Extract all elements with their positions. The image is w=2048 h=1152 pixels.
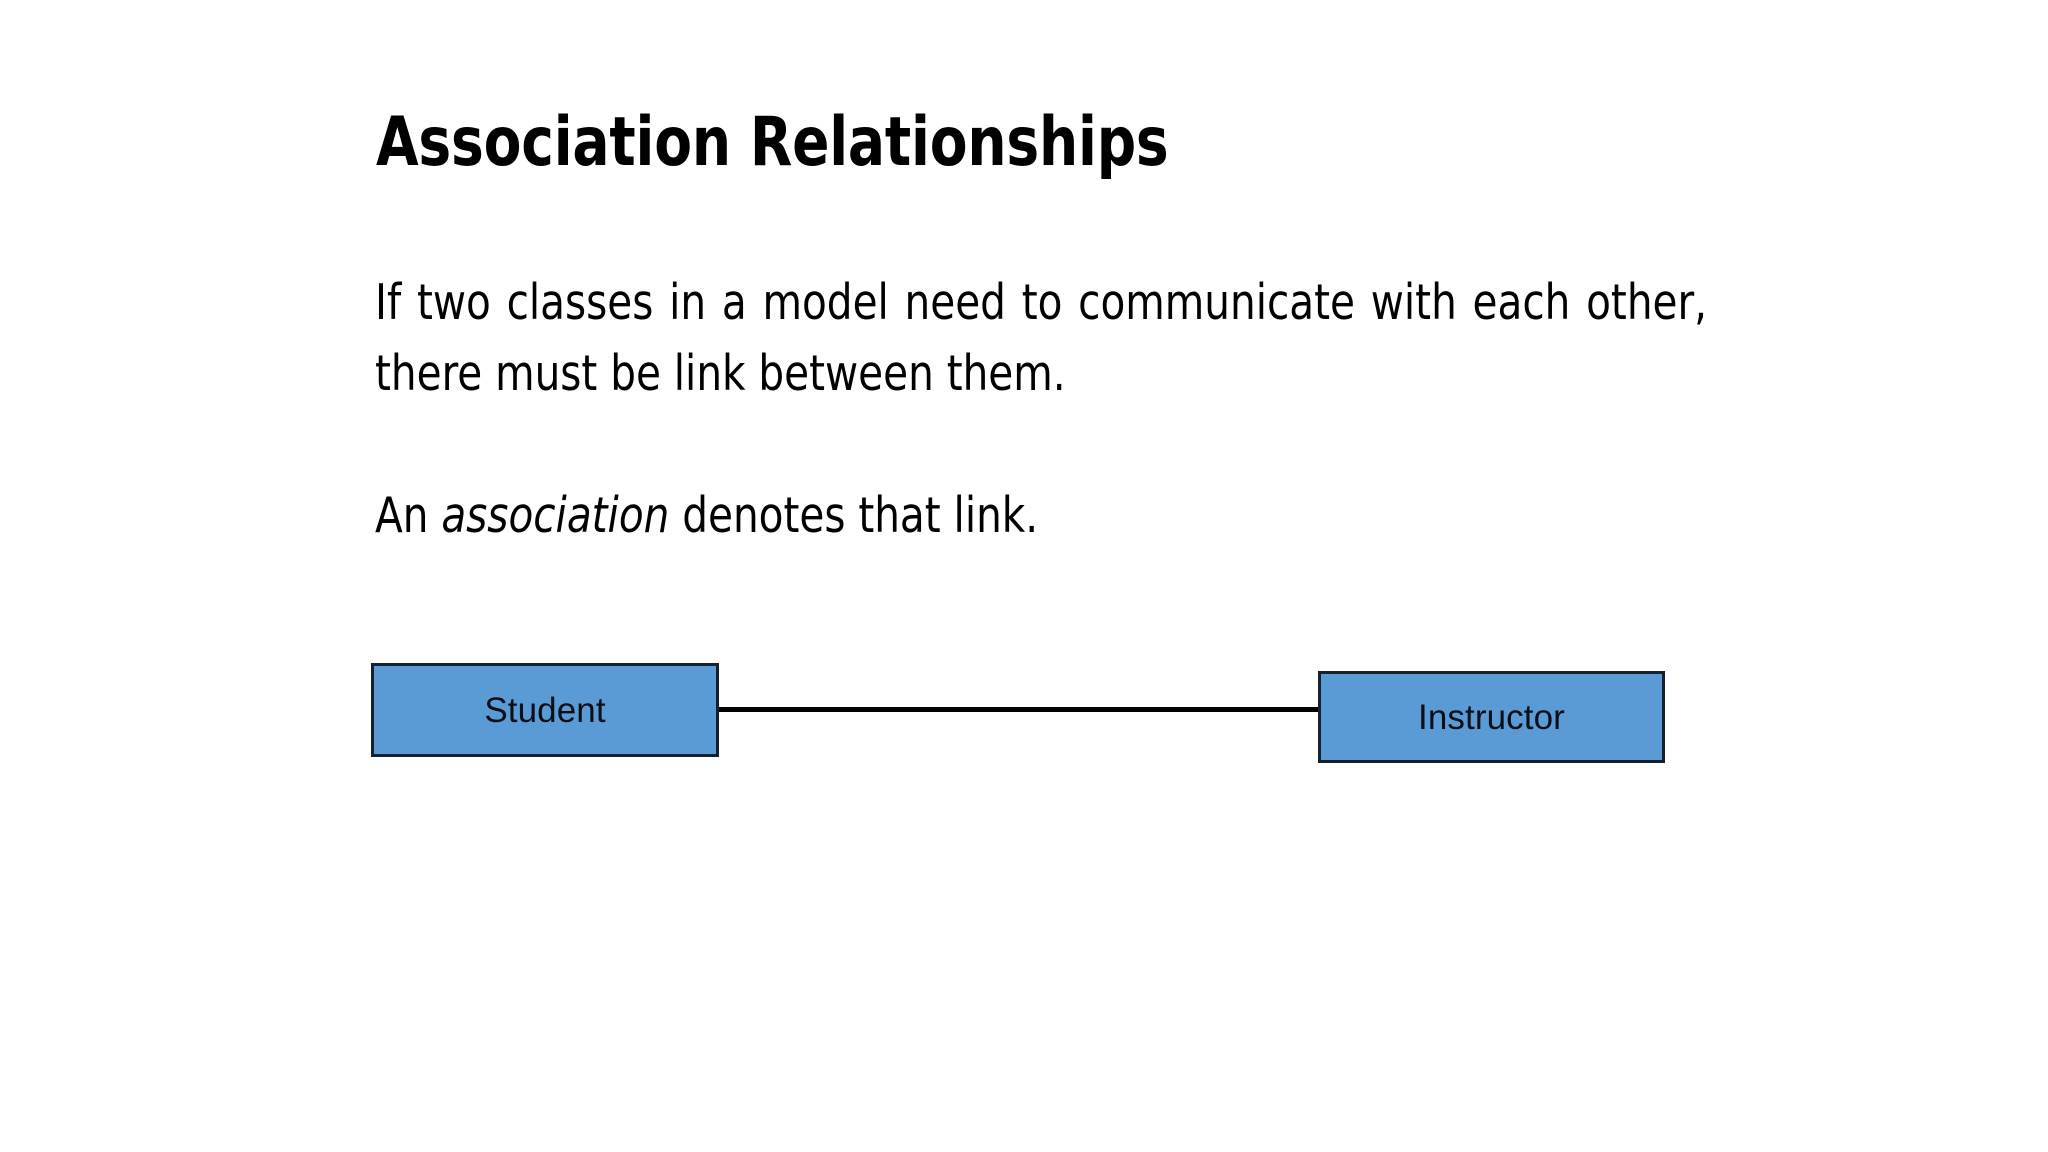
class-box-student-label: Student [484, 690, 606, 730]
class-box-student[interactable]: Student [371, 663, 719, 757]
association-keyword: association [441, 487, 670, 545]
association-sentence-before: An [375, 487, 442, 545]
association-sentence-after: denotes that link. [669, 487, 1039, 545]
class-box-instructor-label: Instructor [1418, 697, 1565, 737]
class-box-instructor[interactable]: Instructor [1318, 671, 1665, 763]
page-title: Association Relationships [376, 102, 1169, 182]
paragraph-spacer [375, 409, 1707, 481]
slide-body: If two classes in a model need to commun… [375, 268, 1707, 552]
association-connector-line[interactable] [716, 707, 1320, 712]
body-paragraph-2: An association denotes that link. [375, 481, 1707, 552]
body-paragraph-1: If two classes in a model need to commun… [375, 274, 1708, 402]
